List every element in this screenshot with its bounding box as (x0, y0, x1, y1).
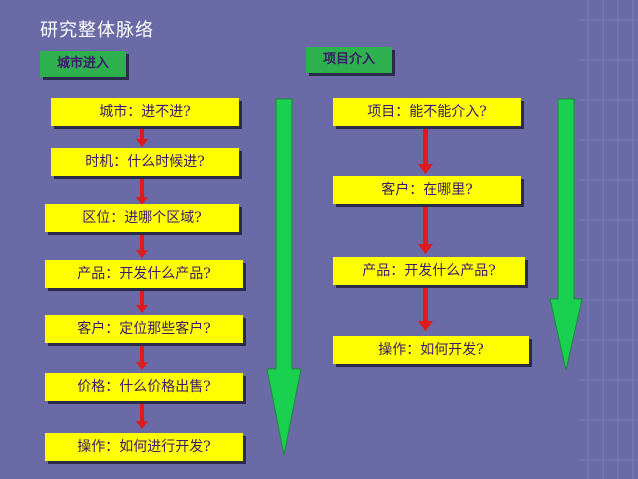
step-product: 产品：开发什么产品? (45, 260, 243, 288)
red-arrow-left-5 (136, 344, 148, 370)
red-arrow-left-4 (136, 290, 148, 313)
red-arrow-right-1 (418, 128, 433, 174)
red-arrow-right-3 (418, 286, 433, 331)
background-grid (578, 0, 638, 479)
step-location: 区位：进哪个区域? (45, 204, 239, 232)
green-arrow-right (549, 98, 583, 371)
slide-title: 研究整体脉络 (40, 20, 154, 41)
red-arrow-left-3 (136, 233, 148, 258)
step-city: 城市：进不进? (51, 98, 239, 126)
green-arrow-left (266, 98, 302, 456)
header-city-entry: 城市进入 (40, 51, 126, 77)
red-arrow-right-2 (418, 206, 433, 254)
step-operation-right: 操作：如何开发? (333, 336, 529, 364)
red-arrow-left-2 (136, 178, 148, 205)
step-customer: 客户：定位那些客户? (45, 315, 243, 343)
step-timing: 时机：什么时候进? (51, 148, 239, 176)
header-project-entry: 项目介入 (306, 47, 392, 73)
step-price: 价格：什么价格出售? (45, 373, 243, 401)
step-product-right: 产品：开发什么产品? (333, 257, 525, 285)
step-project: 项目：能不能介入? (333, 98, 521, 126)
red-arrow-left-1 (136, 128, 148, 147)
red-arrow-left-6 (136, 402, 148, 429)
step-client: 客户：在哪里? (333, 176, 521, 204)
step-operation: 操作：如何进行开发? (45, 433, 243, 461)
